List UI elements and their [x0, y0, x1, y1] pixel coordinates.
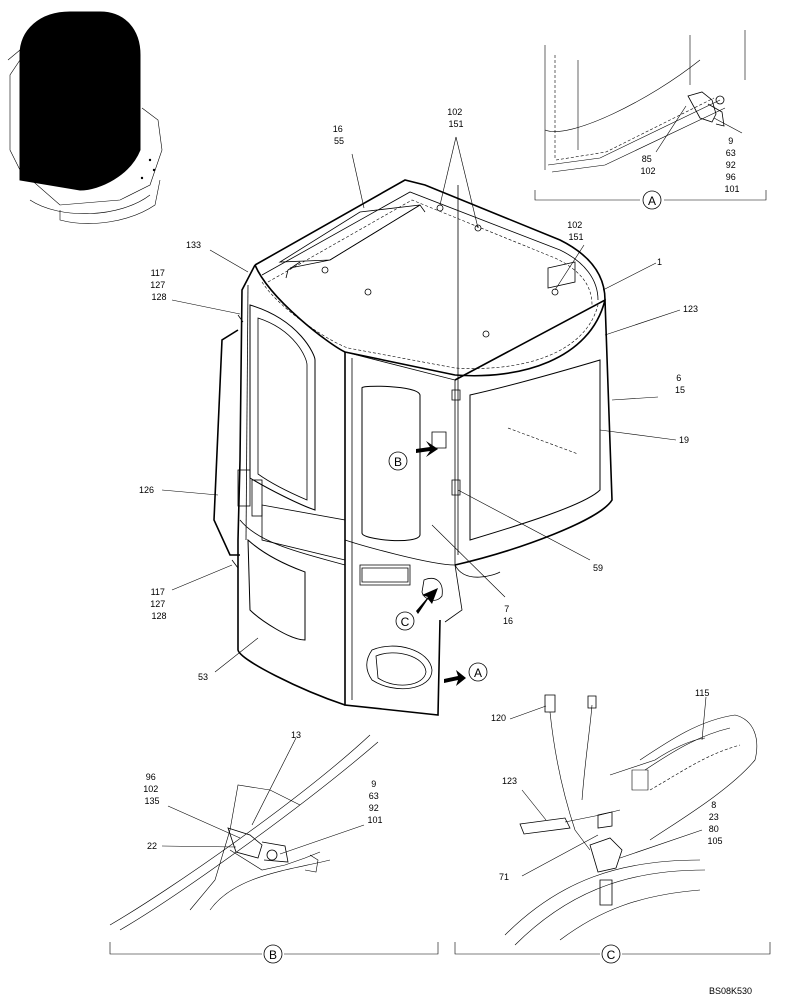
callout-16-55: 16 55 — [333, 124, 346, 146]
detail-a-ref: A — [648, 194, 656, 208]
view-ref-c-marker: C — [395, 611, 415, 631]
callout-1: 1 — [657, 257, 662, 267]
detail-a-callout-9-group: 9 63 92 96 101 — [724, 136, 739, 194]
callout-117-127-128-bottom: 117 127 128 — [150, 587, 168, 621]
detail-c-callout-115: 115 — [695, 688, 709, 698]
callout-133: 133 — [186, 240, 201, 250]
detail-b: 13 96 102 135 22 9 63 92 101 B — [109, 730, 439, 964]
view-ref-b-marker: B — [388, 451, 408, 471]
callout-59: 59 — [593, 563, 603, 573]
callout-19: 19 — [679, 435, 689, 445]
detail-b-callout-22: 22 — [147, 841, 157, 851]
callout-102-151-right: 102 151 — [567, 220, 585, 242]
main-leader-lines — [161, 136, 681, 673]
cab-main-view — [213, 179, 613, 716]
detail-b-callout-9-group: 9 63 92 101 — [367, 779, 382, 825]
svg-text:B: B — [394, 455, 402, 469]
callout-53: 53 — [198, 672, 208, 682]
detail-b-callout-13: 13 — [291, 730, 301, 740]
detail-c-callout-71: 71 — [499, 872, 509, 882]
main-callout-labels: 16 55 102 151 102 151 1 123 6 15 19 133 … — [139, 107, 698, 682]
detail-a-callout-85-102: 85 102 — [640, 154, 655, 176]
callout-6-15: 6 15 — [675, 373, 685, 395]
callout-126: 126 — [139, 485, 154, 495]
detail-a: 85 102 9 63 92 96 101 A — [534, 30, 767, 210]
callout-7-16: 7 16 — [503, 604, 513, 626]
detail-c-callout-8-group: 8 23 80 105 — [707, 800, 722, 846]
detail-c-callout-120: 120 — [491, 713, 506, 723]
detail-c: 115 120 123 8 23 80 105 71 C — [454, 688, 771, 964]
detail-c-callout-123: 123 — [502, 776, 517, 786]
callout-123: 123 — [683, 304, 698, 314]
cab-locator-thumbnail — [7, 11, 163, 224]
svg-text:C: C — [401, 615, 410, 629]
detail-c-ref: C — [607, 948, 616, 962]
detail-b-ref: B — [269, 948, 277, 962]
detail-b-callout-96-group: 96 102 135 — [143, 772, 161, 806]
svg-text:A: A — [474, 666, 482, 680]
figure-code: BS08K530 — [709, 986, 752, 996]
callout-117-127-128-top: 117 127 128 — [150, 268, 168, 302]
callout-102-151-top: 102 151 — [447, 107, 465, 129]
view-ref-a-marker: A — [468, 662, 488, 682]
